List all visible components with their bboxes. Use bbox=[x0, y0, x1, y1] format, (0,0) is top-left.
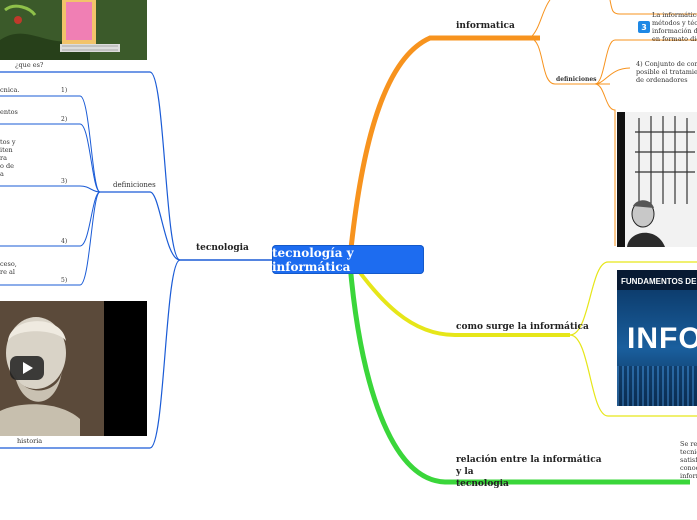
fundamentos-title: FUNDAMENTOS DE L bbox=[621, 277, 697, 286]
def-item-3-number: 3) bbox=[61, 178, 68, 185]
def-item-1-text[interactable]: cnica. bbox=[0, 86, 20, 94]
historia-label[interactable]: historia bbox=[17, 437, 43, 445]
branch-relacion[interactable]: relación entre la informática y la tecno… bbox=[456, 455, 602, 489]
video-thumbnail[interactable] bbox=[0, 301, 147, 436]
informatica-item-3-text[interactable]: La informática e métodos y técnic inform… bbox=[652, 11, 697, 43]
def-item-5-number: 5) bbox=[61, 277, 68, 284]
def-item-3-text[interactable]: tos y iten ra o de a bbox=[0, 138, 16, 178]
fundamentos-image[interactable]: FUNDAMENTOS DE L INFO bbox=[617, 270, 697, 406]
fundamentos-big-text: INFO bbox=[627, 322, 697, 355]
relacion-text[interactable]: Se rel tecnic satisf conoc inform bbox=[680, 440, 697, 480]
central-topic[interactable]: tecnología y informática bbox=[272, 245, 424, 274]
que-es-label[interactable]: ¿que es? bbox=[15, 61, 44, 69]
historical-computer-image[interactable] bbox=[617, 112, 697, 247]
play-icon[interactable] bbox=[10, 356, 44, 380]
cartoon-image[interactable] bbox=[0, 0, 147, 60]
informatica-definiciones[interactable]: definiciones bbox=[556, 76, 597, 83]
def-item-4-number: 4) bbox=[61, 238, 68, 245]
engraving-illustration bbox=[617, 112, 697, 247]
server-racks-graphic bbox=[617, 366, 697, 406]
def-item-2-text[interactable]: entos bbox=[0, 108, 18, 116]
branch-informatica[interactable]: informatica bbox=[456, 21, 515, 31]
left-definiciones[interactable]: definiciones bbox=[113, 181, 156, 189]
def-item-2-number: 2) bbox=[61, 116, 68, 123]
number-badge: 3 bbox=[638, 21, 650, 33]
informatica-item-4-text[interactable]: 4) Conjunto de conoc posible el tratamie… bbox=[636, 60, 697, 84]
branch-como-surge[interactable]: como surge la informática bbox=[456, 322, 589, 332]
fundamentos-header bbox=[617, 270, 697, 290]
def-item-5-text[interactable]: ceso, re al bbox=[0, 260, 17, 276]
branch-tecnologia[interactable]: tecnologia bbox=[196, 243, 249, 253]
def-item-1-number: 1) bbox=[61, 87, 68, 94]
cartoon-illustration bbox=[0, 0, 147, 60]
